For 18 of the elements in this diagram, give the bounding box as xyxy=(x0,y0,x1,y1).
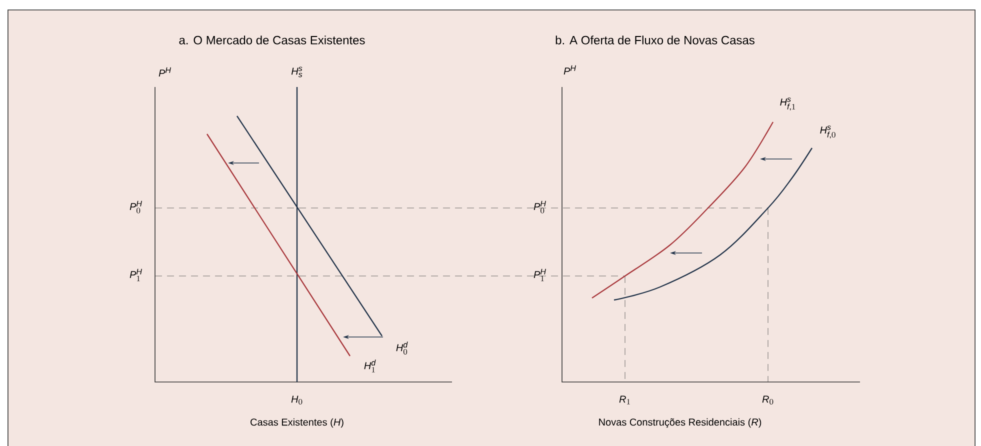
tick-label: $P^{H}_{1}$ xyxy=(534,268,546,282)
axis-title: Novas Construções Residenciais (R) xyxy=(599,418,762,428)
curve-label: $H^{s}_{f,0}$ xyxy=(820,126,836,138)
tick-label: $P^{H}_{0}$ xyxy=(534,200,546,214)
curve-label: $H^{s}_{f,1}$ xyxy=(780,98,796,110)
tick-label: $H_{0}$ xyxy=(291,396,302,404)
panel-title: a. O Mercado de Casas Existentes xyxy=(179,36,365,44)
curve-label: $H^{d}_{0}$ xyxy=(396,342,408,354)
curve-label: $H^{d}_{1}$ xyxy=(364,360,376,372)
axis-title: Casas Existentes (H) xyxy=(250,418,344,428)
axis-label: $P^{H}$ xyxy=(158,67,171,77)
tick-label: $P^{H}_{0}$ xyxy=(130,200,142,214)
tick-label: $R_{1}$ xyxy=(619,396,630,404)
axis-label: $P^{H}$ xyxy=(564,65,576,75)
tick-label: $R_{0}$ xyxy=(762,396,774,404)
curve-label: $H^{s}_{s}$ xyxy=(291,66,302,78)
tick-label: $P^{H}_{1}$ xyxy=(130,268,142,282)
panel-title: b. A Oferta de Fluxo de Novas Casas xyxy=(556,36,754,44)
